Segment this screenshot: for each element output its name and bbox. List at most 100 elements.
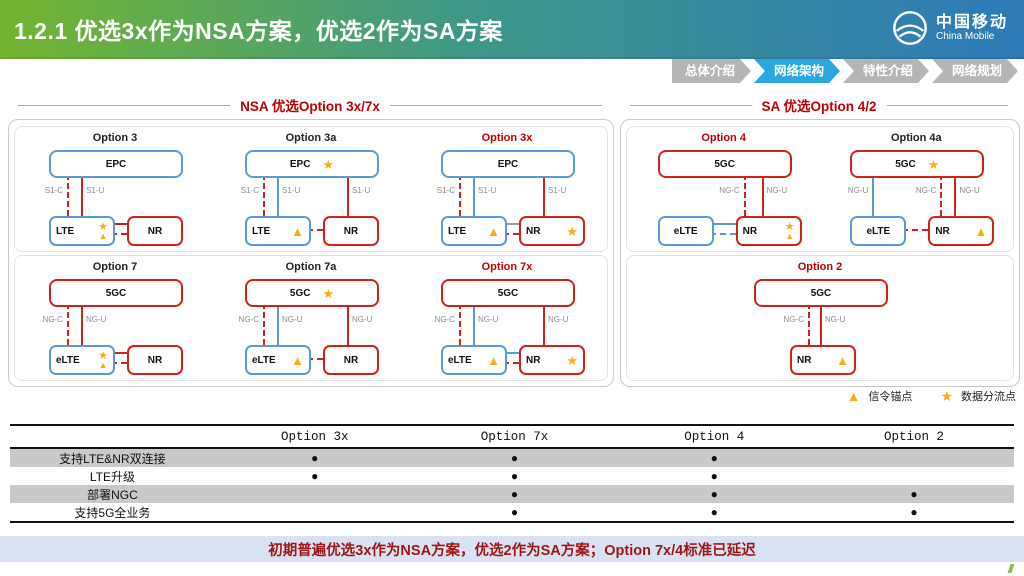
breadcrumb-item-2[interactable]: 网络架构 — [754, 59, 840, 83]
interface-link-line — [820, 303, 822, 345]
core-box-5gc: 5GC ★ — [850, 150, 985, 178]
interface-label: NG-C — [434, 315, 455, 324]
core-box-epc: EPC — [49, 150, 183, 178]
node-box-nr: NR ★▲ — [735, 216, 802, 246]
diagram-title: Option 4 — [701, 132, 746, 144]
interface-label: S1-C — [240, 186, 259, 195]
interface-label: NG-C — [915, 186, 937, 195]
interface-link-line — [543, 303, 545, 345]
interface-label: NG-C — [42, 315, 63, 324]
marker-stack: ★▲ — [98, 350, 108, 370]
core-box-5gc: 5GC — [441, 279, 575, 307]
node-label: eLTE — [673, 225, 698, 237]
title-bar: 1.2.1 优选3x作为NSA方案，优选2作为SA方案 中国移动 China M… — [0, 0, 1024, 59]
dot-mark: ● — [510, 451, 519, 465]
star-icon: ★ — [566, 223, 578, 239]
interface-link-line — [263, 174, 265, 216]
breadcrumb-item-1[interactable]: 总体介绍 — [672, 59, 751, 83]
core-box-5gc: 5GC — [657, 150, 792, 178]
node-link-line — [902, 229, 929, 231]
core-label: EPC — [105, 158, 127, 170]
triangle-icon: ▲ — [846, 388, 861, 404]
dot-mark: ● — [710, 505, 718, 519]
star-icon: ★ — [322, 285, 335, 301]
dot-mark: ● — [510, 487, 519, 501]
triangle-icon: ▲ — [487, 352, 500, 368]
node-box-lte: LTE★▲ — [49, 216, 115, 246]
row-label: 部署NGC — [87, 487, 138, 502]
core-label: 5GC — [895, 158, 916, 170]
triangle-icon: ▲ — [98, 231, 108, 241]
interface-link-line — [263, 303, 265, 345]
node-box-nr: NR — [127, 216, 183, 246]
marker-stack: ★▲ — [98, 222, 108, 241]
node-box-elte: eLTE▲ — [441, 345, 507, 375]
interface-link-line — [347, 174, 349, 216]
breadcrumb-item-4[interactable]: 网络规划 — [932, 59, 1018, 83]
diagram-title: Option 2 — [797, 261, 843, 273]
interface-link-line — [81, 303, 83, 345]
node-box-nr: NR▲ — [790, 345, 856, 375]
divider-line — [886, 104, 1009, 106]
interface-link-line — [808, 303, 810, 345]
node-label: NR — [742, 225, 758, 237]
interface-link-line — [459, 303, 461, 345]
node-label: NR — [797, 354, 812, 366]
core-label: EPC — [497, 158, 519, 170]
core-box-5gc: 5GC — [754, 279, 888, 307]
dot-mark: ● — [311, 469, 319, 483]
interface-link-line — [940, 174, 943, 216]
interface-link-line — [277, 303, 279, 345]
star-icon: ★ — [784, 221, 795, 233]
core-label: 5GC — [105, 287, 127, 299]
sa-panel-title: SA 优选Option 4/2 — [620, 95, 1018, 115]
node-box-elte: eLTE — [850, 216, 907, 246]
dot-mark: ● — [710, 469, 718, 483]
table-row: LTE升级●●● — [10, 467, 1014, 485]
interface-link-line — [543, 174, 545, 216]
star-icon: ★ — [322, 156, 335, 172]
breadcrumb: 总体介绍网络架构特性介绍网络规划 — [672, 59, 1018, 83]
triangle-icon: ▲ — [785, 231, 795, 241]
interface-label: S1-U — [282, 186, 301, 195]
core-label: 5GC — [497, 287, 519, 299]
sa-panel-title-text: SA 优选Option 4/2 — [761, 99, 877, 114]
star-icon: ★ — [927, 156, 940, 172]
table-header-option-2: Option 2 — [884, 429, 945, 444]
interface-label: S1-C — [436, 186, 455, 195]
interface-label: S1-U — [352, 186, 371, 195]
diagram-title: Option 4a — [890, 132, 942, 144]
node-link-line — [709, 233, 736, 235]
diagram-title: Option 7x — [481, 261, 533, 273]
core-box-5gc: 5GC★ — [245, 279, 379, 307]
legend: ▲ 信令锚点 ★ 数据分流点 — [620, 388, 1016, 404]
divider-line — [18, 104, 231, 106]
marker-stack: ★▲ — [784, 221, 795, 241]
diagram-title: Option 3x — [481, 132, 533, 144]
node-box-nr: NR▲ — [928, 216, 995, 246]
star-icon: ★ — [98, 350, 108, 362]
legend-label: 信令锚点 — [868, 391, 913, 403]
diagram-title: Option 3 — [92, 132, 138, 144]
interface-link-line — [954, 174, 957, 216]
node-box-lte: LTE▲ — [441, 216, 507, 246]
star-icon: ★ — [940, 388, 953, 404]
interface-link-line — [347, 303, 349, 345]
node-label: LTE — [448, 225, 467, 237]
divider-line — [389, 104, 602, 106]
breadcrumb-item-3[interactable]: 特性介绍 — [843, 59, 929, 83]
node-box-nr: NR — [323, 345, 379, 375]
interface-link-line — [67, 174, 69, 216]
node-label: NR — [526, 225, 541, 237]
interface-link-line — [473, 174, 475, 216]
nsa-panel-title: NSA 优选Option 3x/7x — [8, 95, 612, 115]
table-header-option-3x: Option 3x — [280, 429, 349, 444]
